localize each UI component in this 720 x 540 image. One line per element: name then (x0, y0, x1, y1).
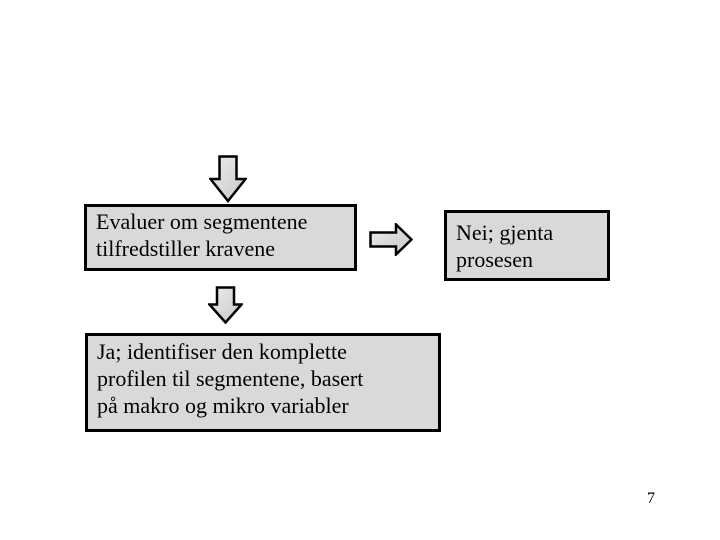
box-text-line: Ja; identifiser den komplette (97, 339, 347, 364)
box-text-line: profilen til segmentene, basert (97, 366, 364, 391)
box-text-line: Evaluer om segmentene (96, 209, 308, 234)
flowchart-box-yes: Ja; identifiser den komplette profilen t… (85, 333, 441, 432)
down-arrow-icon (208, 286, 243, 324)
flowchart-box-evaluate: Evaluer om segmentene tilfredstiller kra… (84, 204, 357, 271)
down-arrow-icon (209, 155, 247, 203)
page-number: 7 (647, 490, 655, 507)
box-text-line: på makro og mikro variabler (97, 393, 349, 418)
right-arrow-icon (369, 223, 413, 256)
box-text-line: tilfredstiller kravene (96, 236, 275, 261)
box-text-line: Nei; gjenta (456, 220, 554, 245)
box-text-line: prosesen (456, 247, 533, 272)
flowchart-box-no: Nei; gjenta prosesen (444, 210, 610, 281)
